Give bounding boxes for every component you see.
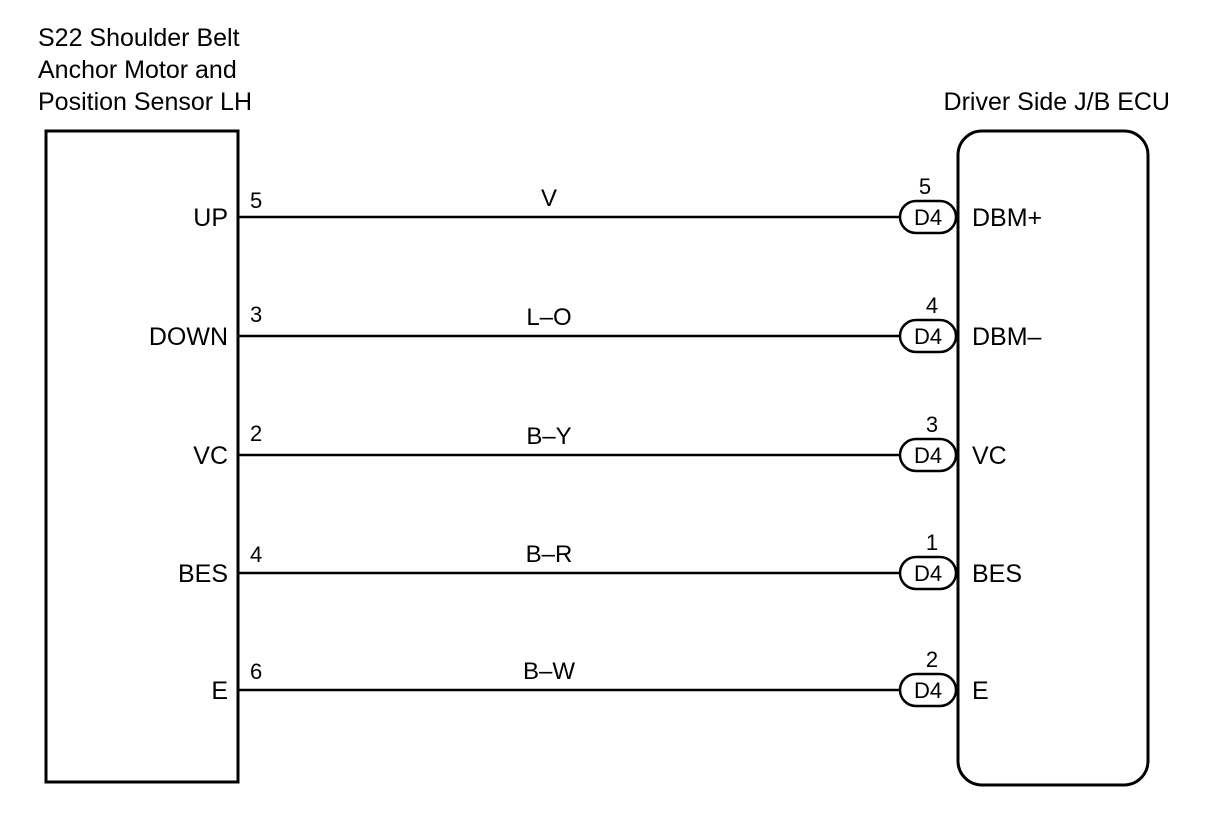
left-pin-number: 3 (250, 302, 262, 327)
left-pin-label: E (211, 677, 228, 705)
connector-label: D4 (914, 561, 942, 586)
connector-label: D4 (914, 443, 942, 468)
left-pin-number: 2 (250, 421, 262, 446)
wire-color-label: B–R (526, 541, 573, 568)
wire-color-label: B–W (523, 658, 575, 685)
left-pin-label: VC (193, 442, 228, 470)
connector-pill (898, 672, 958, 708)
connection-row: DOWN 3 L–O D4 4 DBM– (149, 293, 1042, 354)
wire-color-label: B–Y (526, 423, 571, 450)
connector-pill (898, 437, 958, 473)
connector-label: D4 (914, 205, 942, 230)
right-pin-label: E (972, 677, 989, 705)
connection-row: UP 5 V D4 5 DBM+ (193, 174, 1042, 235)
right-pin-number: 3 (926, 412, 938, 437)
connection-row: E 6 B–W D4 2 E (211, 647, 989, 708)
wire-color-label: L–O (526, 304, 571, 331)
left-component-box (44, 129, 240, 784)
right-pin-number: 4 (926, 293, 938, 318)
connection-row: BES 4 B–R D4 1 BES (178, 530, 1022, 591)
right-pin-label: DBM– (972, 323, 1042, 351)
connector-pill (898, 199, 958, 235)
wire-color-label: V (541, 185, 557, 212)
connector-label: D4 (914, 678, 942, 703)
right-pin-number: 5 (919, 174, 931, 199)
left-pin-number: 6 (250, 659, 262, 684)
left-component-title-line-3: Position Sensor LH (38, 88, 252, 116)
left-pin-number: 4 (250, 542, 262, 567)
connector-pill (898, 555, 958, 591)
left-pin-label: DOWN (149, 323, 228, 351)
connection-row: VC 2 B–Y D4 3 VC (193, 412, 1007, 473)
right-pin-label: DBM+ (972, 204, 1042, 232)
right-component-title: Driver Side J/B ECU (944, 88, 1170, 116)
right-pin-label: VC (972, 442, 1007, 470)
left-pin-label: BES (178, 560, 228, 588)
left-component-title-line-1: S22 Shoulder Belt (38, 24, 240, 52)
connector-label: D4 (914, 324, 942, 349)
right-pin-number: 2 (926, 647, 938, 672)
connector-pill (898, 318, 958, 354)
right-component-box (956, 129, 1150, 787)
left-component-title-line-2: Anchor Motor and (38, 56, 237, 84)
right-pin-number: 1 (926, 530, 938, 555)
right-pin-label: BES (972, 560, 1022, 588)
left-pin-label: UP (193, 204, 228, 232)
left-pin-number: 5 (250, 188, 262, 213)
